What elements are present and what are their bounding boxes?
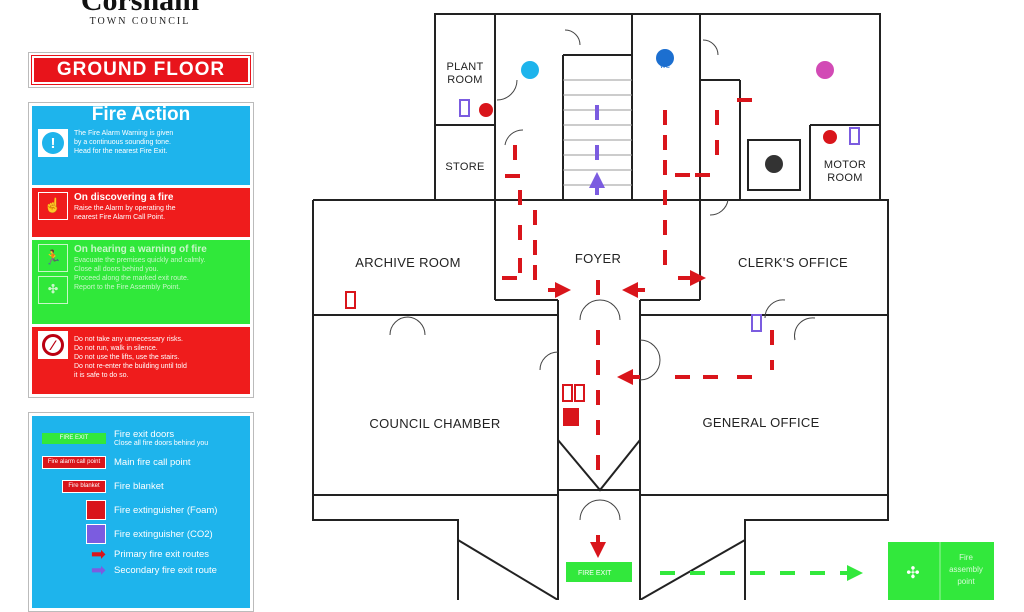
rule-line: Do not use the lifts, use the stairs. bbox=[74, 354, 180, 362]
foam-extinguisher-icon bbox=[574, 384, 585, 402]
fire-exit-sign-label: FIRE EXIT bbox=[578, 570, 612, 577]
call-point-icon: ☝ bbox=[38, 191, 68, 220]
legend-label: Secondary fire exit route bbox=[114, 564, 217, 576]
co2-extinguisher-icon bbox=[849, 127, 860, 145]
legend-label: Fire extinguisher (Foam) bbox=[114, 504, 218, 516]
legend-co2-extinguisher: Fire extinguisher (CO2) bbox=[38, 522, 244, 546]
legend-label: Main fire call point bbox=[114, 456, 191, 468]
co2-extinguisher-icon bbox=[459, 99, 470, 117]
logo-subtitle: TOWN COUNCIL bbox=[89, 16, 191, 27]
legend-label: Primary fire exit routes bbox=[114, 548, 210, 560]
archive-room-label: ARCHIVE ROOM bbox=[355, 255, 460, 270]
fire-exit-sign-icon: FIRE EXIT bbox=[42, 432, 106, 444]
store-label: STORE bbox=[445, 161, 484, 173]
legend-foam-extinguisher: Fire extinguisher (Foam) bbox=[38, 498, 244, 522]
stairs bbox=[563, 79, 632, 186]
legend-secondary-route: ➡ Secondary fire exit route bbox=[38, 559, 244, 580]
legend-label: Fire extinguisher (CO2) bbox=[114, 528, 213, 540]
running-man-icon: 🏃 bbox=[38, 243, 68, 272]
red-arrow-icon: ➡ bbox=[90, 543, 106, 564]
foyer-label: FOYER bbox=[575, 251, 621, 266]
hearing-title: On hearing a warning of fire bbox=[74, 243, 207, 255]
rule-line: it is safe to do so. bbox=[74, 372, 129, 380]
foam-extinguisher-icon bbox=[345, 291, 356, 309]
room-labels: PLANT ROOM STORE MOTOR ROOM ARCHIVE ROOM… bbox=[355, 61, 866, 431]
floor-label: GROUND FLOOR bbox=[56, 59, 226, 80]
legend-fire-blanket: Fire blanket Fire blanket bbox=[38, 474, 244, 498]
assembly-point-label: assembly bbox=[949, 565, 983, 574]
no-entry-icon bbox=[823, 130, 837, 144]
motor-room-label: MOTOR bbox=[824, 159, 866, 171]
co2-extinguisher-icon bbox=[86, 524, 106, 544]
fire-blanket-icon: Fire blanket bbox=[62, 479, 106, 493]
assembly-icon: ✣ bbox=[906, 565, 919, 582]
primary-route-arrows bbox=[502, 98, 774, 550]
prohibited-icon: ⁄ bbox=[38, 331, 68, 360]
general-office-label: GENERAL OFFICE bbox=[702, 415, 819, 430]
extinguishers bbox=[345, 99, 860, 426]
warning-line: The Fire Alarm Warning is given bbox=[74, 130, 174, 137]
council-logo: Corsham TOWN COUNCIL bbox=[30, 0, 250, 27]
logo-name: Corsham bbox=[80, 0, 200, 17]
hearing-line: Close all doors behind you. bbox=[74, 265, 159, 273]
accessible-wc-icon bbox=[656, 49, 674, 67]
purple-arrow-icon: ➡ bbox=[90, 559, 106, 580]
walls bbox=[312, 13, 889, 600]
discover-title: On discovering a fire bbox=[74, 191, 174, 203]
plant-room-label: PLANT bbox=[447, 61, 484, 73]
legend-label: Fire blanket bbox=[114, 480, 164, 492]
warning-line: by a continuous sounding tone. bbox=[74, 139, 171, 146]
wc-label: WC bbox=[660, 64, 671, 70]
clerks-office-label: CLERK'S OFFICE bbox=[738, 255, 848, 270]
male-toilet-icon bbox=[521, 61, 539, 79]
call-point-icon bbox=[563, 408, 579, 426]
legend-call-point: Fire alarm call point Main fire call poin… bbox=[38, 450, 244, 474]
hearing-line: Evacuate the premises quickly and calmly… bbox=[74, 256, 206, 264]
council-chamber-label: COUNCIL CHAMBER bbox=[369, 416, 500, 431]
toilet-icons: WC bbox=[521, 49, 834, 173]
rules-block: ⁄ Do not take any unnecessary risks.Do n… bbox=[32, 327, 250, 395]
legend-primary-route: ➡ Primary fire exit routes bbox=[38, 543, 244, 564]
legend-label: Fire exit doors bbox=[114, 429, 175, 440]
hearing-line: Report to the Fire Assembly Point. bbox=[74, 283, 181, 291]
floor-label-sign: GROUND FLOOR bbox=[28, 52, 254, 88]
exclamation-icon: ! bbox=[38, 129, 68, 157]
hearing-line: Proceed along the marked exit route. bbox=[74, 274, 189, 282]
fire-action-sign: Fire Action ! The Fire Alarm Warning is … bbox=[28, 102, 254, 398]
warning-line: Head for the nearest Fire Exit. bbox=[74, 148, 168, 155]
rule-line: Do not run, walk in silence. bbox=[74, 345, 158, 353]
assembly-point-label: point bbox=[957, 577, 975, 586]
rule-line: Do not take any unnecessary risks. bbox=[74, 336, 183, 344]
female-toilet-icon bbox=[816, 61, 834, 79]
doors bbox=[389, 29, 816, 521]
fire-assembly-point-sign bbox=[888, 542, 994, 600]
lift-icon bbox=[765, 155, 783, 173]
co2-extinguisher-icon bbox=[751, 314, 762, 332]
motor-room-label: ROOM bbox=[827, 172, 862, 184]
plant-room-label: ROOM bbox=[447, 74, 482, 86]
foam-extinguisher-icon bbox=[86, 500, 106, 520]
fire-action-warning: Fire Action ! The Fire Alarm Warning is … bbox=[32, 105, 250, 185]
fire-exit-sign bbox=[566, 562, 632, 582]
discover-line: Raise the Alarm by operating the bbox=[74, 204, 176, 212]
foam-extinguisher-icon bbox=[562, 384, 573, 402]
call-point-icon: Fire alarm call point bbox=[42, 455, 106, 469]
discover-line: nearest Fire Alarm Call Point. bbox=[74, 213, 166, 221]
rule-line: Do not re-enter the building until told bbox=[74, 363, 187, 371]
assembly-point-label: Fire bbox=[959, 553, 973, 562]
assembly-icon: ✣ bbox=[38, 275, 68, 304]
legend-sublabel: Close all fire doors behind you bbox=[114, 440, 209, 447]
no-entry-icon bbox=[479, 103, 493, 117]
